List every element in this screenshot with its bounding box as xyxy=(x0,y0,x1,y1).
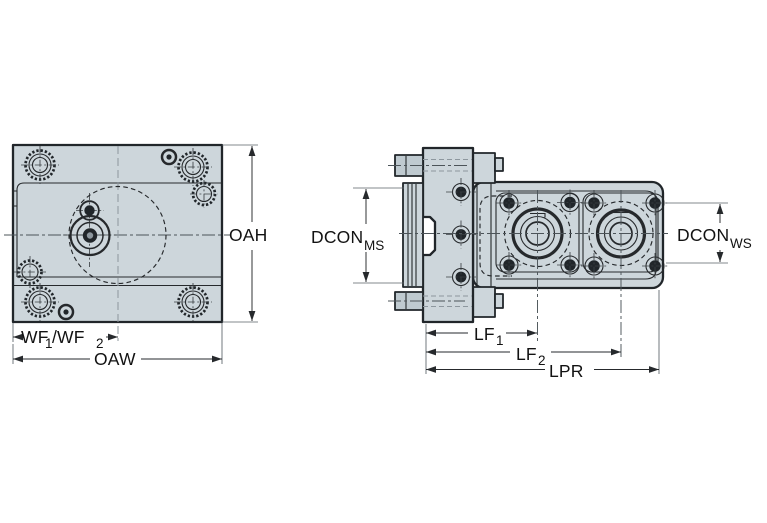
dimension-lf1: LF 1 xyxy=(425,324,537,374)
dim-label-lf2-base: LF xyxy=(516,344,537,364)
side-view: DCON MS DCON WS LF 1 xyxy=(311,146,752,381)
bolt-circle-dashed xyxy=(68,185,167,285)
dimension-lpr: LPR xyxy=(426,290,660,381)
dim-label-lf1-base: LF xyxy=(474,324,495,344)
front-view: OAH WF 1 /WF 2 OAW xyxy=(4,143,268,369)
dim-label-lpr: LPR xyxy=(549,361,584,381)
threaded-hole-top-right xyxy=(174,148,212,186)
dim-label-lf1-sub: 1 xyxy=(496,333,504,348)
dimension-oaw: OAW xyxy=(12,323,223,369)
dim-label-oah: OAH xyxy=(229,225,268,245)
center-bushing xyxy=(69,214,111,257)
dim-label-dcon-ms-base: DCON xyxy=(311,227,363,247)
center-pin xyxy=(79,200,100,221)
dim-label-wf-base1: WF xyxy=(21,327,49,347)
dim-label-lf2-sub: 2 xyxy=(538,353,546,368)
screw-top xyxy=(160,148,178,166)
dimension-oah: OAH xyxy=(222,144,268,323)
dim-label-dcon-ms-sub: MS xyxy=(364,238,384,253)
threaded-hole-top-left xyxy=(21,146,59,184)
dim-label-dcon-ws-base: DCON xyxy=(677,225,729,245)
dim-label-wf-sub2: 2 xyxy=(96,336,104,351)
dimension-lf2: LF 2 xyxy=(426,344,621,368)
mounting-plate xyxy=(402,182,424,288)
dimension-dcon-ws: DCON WS xyxy=(666,202,752,264)
dim-label-dcon-ws-sub: WS xyxy=(730,236,752,251)
port-bolts xyxy=(496,189,668,279)
dim-label-wf-sub1: 1 xyxy=(45,336,53,351)
block-holes xyxy=(446,178,476,291)
dim-label-oaw: OAW xyxy=(94,349,136,369)
screw-bottom xyxy=(57,303,75,321)
hidden-hole-top-right xyxy=(190,180,218,208)
dim-label-wf-base2: /WF xyxy=(52,327,85,347)
threaded-hole-bottom-left xyxy=(21,283,59,321)
threaded-hole-bottom-right xyxy=(174,283,212,321)
dimension-wf: WF 1 /WF 2 xyxy=(12,323,118,351)
edge-hole-bottom-left xyxy=(14,256,46,288)
dimension-dcon-ms: DCON MS xyxy=(311,187,404,284)
